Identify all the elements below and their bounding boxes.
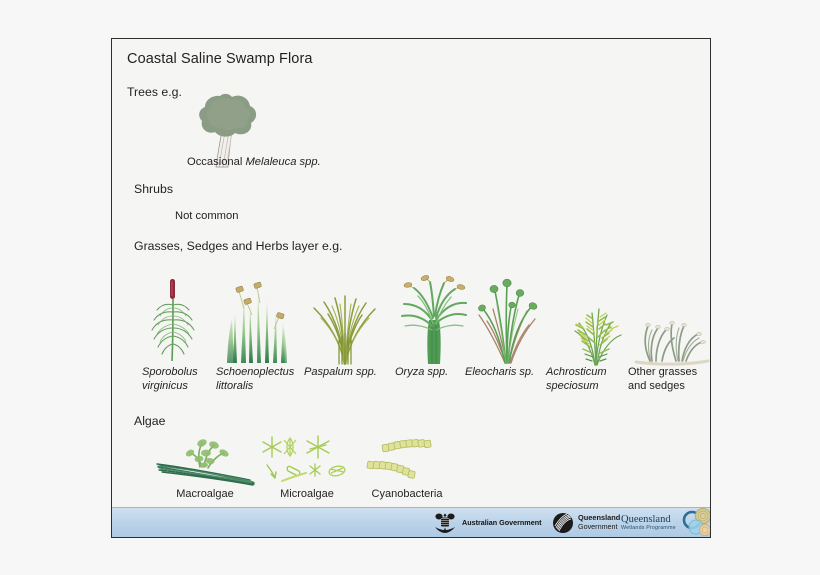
plant-caption-line1: Achrosticum [546,366,607,378]
wetlands-bubbles-icon [682,507,710,536]
plant-caption-oryza: Oryza spp. [395,365,475,379]
commonwealth-coat-of-arms-icon [435,513,455,533]
logo-label-line2: Wetlands Programme [621,524,676,531]
plant-caption-line1: Schoenoplectus [216,366,295,378]
tree-note: Occasional Melaleuca spp. [187,156,321,168]
plant-caption-eleocharis: Eleocharis sp. [465,365,555,379]
page-title: Coastal Saline Swamp Flora [127,51,313,67]
other-grasses-sedges-illustration [632,314,710,368]
plant-caption-line1: Sporobolus [142,366,198,378]
algae-caption-macroalgae: Macroalgae [176,488,234,500]
layer-heading-trees: Trees e.g. [127,85,182,99]
layer-heading-grasses: Grasses, Sedges and Herbs layer e.g. [134,239,343,253]
logo-label-stack: Queensland Government [578,513,621,531]
logo-australian-government: Australian Government [432,508,541,537]
melaleuca-tree-illustration [190,89,270,174]
plant-caption-line2: littoralis [216,380,254,392]
flora-diagram-panel: Coastal Saline Swamp Flora Trees e.g. Oc… [111,38,711,538]
logo-label: Australian Government [462,518,542,527]
logo-label-line1: Queensland [621,513,671,525]
queensland-government-emblem-icon [553,512,573,533]
plant-caption-sporobolus: Sporobolus virginicus [142,365,227,393]
logo-queensland-government: Queensland Government [552,508,620,537]
algae-caption-cyanobacteria: Cyanobacteria [371,488,443,500]
plant-caption-other-grasses: Other grasses and sedges [628,365,710,393]
schoenoplectus-littoralis-illustration [217,279,299,365]
plant-caption-schoenoplectus: Schoenoplectus littoralis [216,365,311,393]
algae-caption-microalgae: Microalgae [280,488,334,500]
plant-caption-line2: virginicus [142,380,188,392]
paspalum-spp-illustration [304,284,386,366]
plant-caption-line1: Oryza spp. [395,366,449,378]
achrosticum-speciosum-illustration [559,291,633,367]
tree-note-prefix: Occasional [187,156,246,168]
plant-caption-line1: Eleocharis sp. [465,366,535,378]
plant-caption-line1: Other grasses [628,366,698,378]
logo-label-line2: Government [578,521,618,531]
tree-note-species: Melaleuca spp. [245,156,321,168]
sporobolus-virginicus-illustration [142,277,212,365]
plant-caption-line1: Paspalum spp. [304,366,377,378]
plant-caption-line2: and sedges [628,380,685,392]
plant-caption-line2: speciosum [546,380,599,392]
eleocharis-sp-illustration [467,271,547,366]
layer-heading-shrubs: Shrubs [134,182,173,196]
shrub-note: Not common [175,210,239,222]
microalgae-illustration [260,435,355,487]
layer-heading-algae: Algae [134,414,166,428]
footer-logo-bar: Australian Government Queensland [112,507,710,537]
macroalgae-illustration [154,437,264,487]
logo-label-line1: Queensland [578,513,621,523]
cyanobacteria-illustration [360,435,450,487]
oryza-spp-illustration [392,274,478,366]
logo-queensland-wetlands-programme: Queensland Wetlands Programme [617,507,710,537]
plant-caption-achrosticum: Achrosticum speciosum [546,365,631,393]
plant-caption-paspalum: Paspalum spp. [304,365,394,379]
logo-label-stack: Queensland Wetlands Programme [621,514,676,532]
